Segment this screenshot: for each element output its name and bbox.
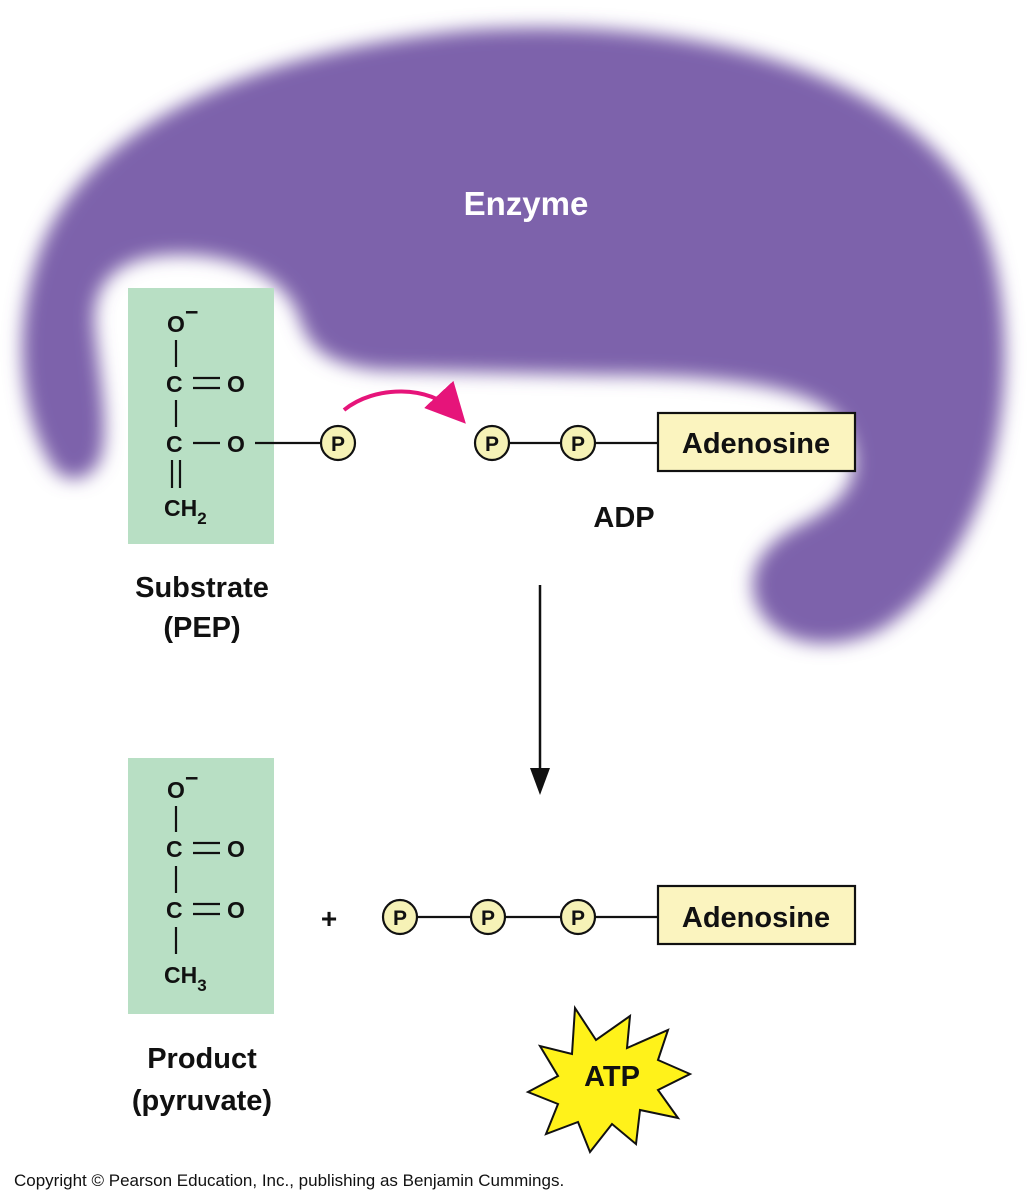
product-name-line1: Product <box>147 1043 257 1075</box>
atp-phosphate-1-label: P <box>393 907 407 930</box>
adp-phosphate-2-label: P <box>571 433 585 456</box>
adp-adenosine-box <box>656 411 857 473</box>
substrate-c2: C <box>166 431 183 457</box>
atp-badge-label: ATP <box>584 1061 640 1093</box>
atp-phosphate-3-label: P <box>571 907 585 930</box>
substrate-o-minus: O <box>167 311 185 337</box>
product-name-line2: (pyruvate) <box>132 1085 272 1117</box>
product-c1: C <box>166 836 183 862</box>
substrate-o1: O <box>227 371 245 397</box>
enzyme-label: Enzyme <box>464 185 589 222</box>
substrate-ch2: CH2 <box>164 495 207 528</box>
adp-label: ADP <box>593 502 654 534</box>
product-o2: O <box>227 897 245 923</box>
product-o-minus: O <box>167 777 185 803</box>
copyright-text: Copyright © Pearson Education, Inc., pub… <box>14 1171 564 1190</box>
reaction-arrow-head <box>530 768 550 795</box>
adp-phosphate-1-label: P <box>485 433 499 456</box>
product-c2: C <box>166 897 183 923</box>
product-box <box>128 758 274 1014</box>
substrate-phosphate-label: P <box>331 433 345 456</box>
atp-phosphate-2-label: P <box>481 907 495 930</box>
substrate-name-line1: Substrate <box>135 572 269 604</box>
product-o1: O <box>227 836 245 862</box>
enzyme-shape <box>22 27 1005 644</box>
substrate-o2: O <box>227 431 245 457</box>
substrate-c1: C <box>166 371 183 397</box>
product-minus-sign: − <box>185 765 198 791</box>
atp-starburst <box>525 1004 693 1154</box>
atp-adenosine-label: Adenosine <box>682 902 830 934</box>
atp-adenosine-box <box>656 884 857 946</box>
product-ch3: CH3 <box>164 962 207 995</box>
substrate-minus-sign: − <box>185 299 198 325</box>
adp-adenosine-label: Adenosine <box>682 428 830 460</box>
substrate-name-line2: (PEP) <box>163 612 240 644</box>
substrate-phosphate-circle <box>319 424 357 462</box>
phosphate-transfer-arrow <box>342 380 466 424</box>
plus-sign: + <box>321 903 337 934</box>
substrate-box <box>128 288 274 544</box>
